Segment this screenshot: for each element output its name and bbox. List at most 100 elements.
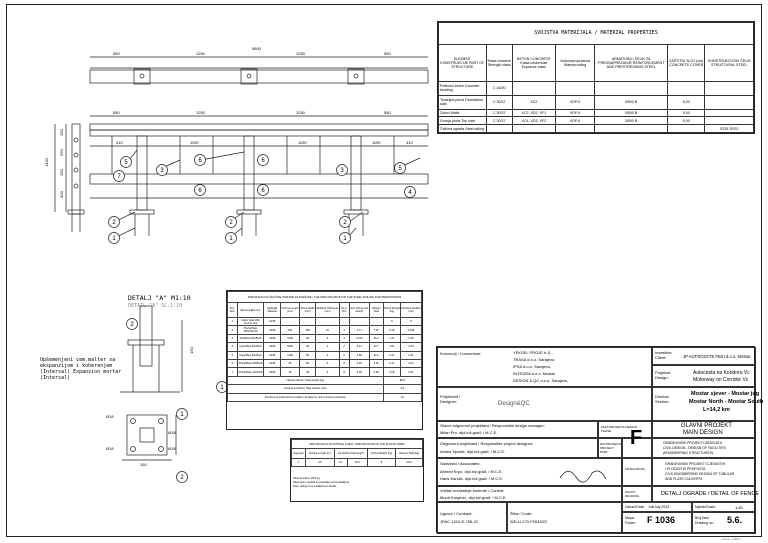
- spec-cell: 1.81: [382, 342, 402, 352]
- spec2-cell: 12: [333, 458, 348, 467]
- spec2-header-2: Uk.dužina Total length: [333, 448, 368, 459]
- base-plate-2: [236, 209, 262, 215]
- spec-cell: 0.31: [400, 350, 422, 360]
- spec2-cell: 4.5: [305, 458, 335, 467]
- spec-cell: 40: [280, 367, 300, 377]
- spec-cell: [338, 316, 350, 327]
- material-cell: [554, 124, 596, 133]
- client-name: JP AUTOCESTE FBiH d.o.o. Mostar: [683, 354, 751, 359]
- plan-bolt-1: [139, 73, 145, 79]
- consortium-label: Konzorcij / Consortium:: [440, 351, 482, 356]
- svg-text:5: 5: [398, 166, 402, 172]
- steel-railing-spec-table: SPECIFIKACIJA ČELIČNE OGRADE ZA PJEŠAKE …: [226, 290, 423, 430]
- svg-text:2: 2: [112, 220, 116, 226]
- spec-cell: 40: [298, 367, 317, 377]
- dim-rail-1: 410: [116, 140, 123, 145]
- material-cell: [704, 108, 754, 118]
- material-cell: S235 JRG2: [704, 124, 754, 133]
- material-table-title: SVOJSTVA MATERIJALA / MATERIAL PROPERTIE…: [438, 22, 754, 45]
- spec-cell: 8: [382, 316, 402, 327]
- material-cell: XC2, XD2, XF1: [511, 108, 556, 118]
- spec-footer-2: Ukupna površina / Total surface (m2): [227, 384, 384, 394]
- svg-text:6: 6: [198, 188, 202, 194]
- detail-plate-plan: [126, 414, 168, 456]
- material-cell: [511, 80, 556, 96]
- spec-header-9: Težina Weight (kg): [382, 302, 402, 318]
- callout-2-c: [339, 216, 351, 228]
- spec-cell: 4: [338, 325, 350, 335]
- material-cell: VDP-II: [554, 116, 596, 126]
- detail-subtitle: DETAIL "A" SC.1:10: [128, 303, 183, 309]
- material-cell: [554, 80, 596, 96]
- spec-cell: 11.55: [348, 333, 370, 344]
- callout-1-c: [339, 232, 351, 244]
- signature: [559, 470, 607, 483]
- svg-text:5: 5: [124, 160, 128, 166]
- spec2-header-3: Težina Weight (kg): [366, 448, 397, 459]
- phase-cell: GLAVNI PROJEKT MAIN DESIGN: [652, 421, 756, 438]
- spec-cell: 5: [227, 350, 238, 360]
- svg-text:2: 2: [180, 475, 184, 481]
- material-cell: C 30/37: [485, 116, 513, 126]
- spec-cell: 0.35: [400, 333, 422, 344]
- plan-bolt-2: [246, 73, 252, 79]
- associate-1: Ahmed Krpo, dipl.inž.građ. / M.C.E.: [440, 469, 503, 474]
- spec-cell: 3: [227, 333, 238, 344]
- plate-label-3: Ø18: [168, 430, 176, 435]
- design-label: Projekat: Design:: [655, 370, 671, 380]
- contract-value: JPAC-1410-E-755-22: [440, 519, 478, 524]
- callout-2-b: [225, 216, 237, 228]
- material-cell: B500 B: [594, 94, 668, 110]
- contract-label: Ugovor / Contract:: [440, 511, 473, 516]
- spec-footer-1-value: 88.9: [382, 375, 423, 386]
- book-line-3: CIVIL ENGINEERING DESIGN OF TUBULAR: [665, 472, 735, 476]
- spec-footer-3: Površina za antikorozivnu zaštitu / Surf…: [227, 392, 384, 402]
- spec-cell: [315, 316, 340, 327]
- spec-cell: 50: [298, 350, 317, 360]
- drawing-number-cell: Broj lista: Drawing no: 5.6.: [692, 512, 756, 534]
- callout-6-c: [194, 184, 206, 196]
- drawing-title-cell: DETALJ OGRADE / DETAIL OF FENCE: [652, 486, 759, 502]
- spec-cell: Anker vijak M16 Anchor bolt: [236, 316, 265, 327]
- spec2-header-4: Ukupno Total (kg): [395, 448, 423, 459]
- book-line-2: I PLOČASTIH PROPUSTA: [665, 467, 706, 471]
- material-cell: 5,00: [666, 116, 706, 126]
- spec-cell: Cijev/Pipe 60x40x4: [236, 342, 265, 352]
- phase-line-2: MAIN DESIGN: [683, 430, 723, 436]
- client-label: Investitor: Client:: [655, 350, 673, 360]
- side-post: [71, 123, 81, 215]
- spec-cell: ...: [280, 316, 300, 327]
- callout-3-b: [336, 164, 348, 176]
- drawing-number-value: 5.6.: [727, 515, 743, 525]
- material-cell: 5,00: [666, 108, 706, 118]
- associates-label: Saradnici / Associates:: [440, 461, 481, 466]
- callout-3-a: [156, 164, 168, 176]
- spec-header-1: Element Element: [236, 302, 265, 318]
- material-cell: [485, 124, 513, 133]
- callout-5-b: [394, 162, 406, 174]
- material-header-4: ARMATURA I ČELIK ZA PREDNAPREZANJE REINF…: [594, 43, 668, 82]
- material-cell: Podložni beton Concrete bedding: [438, 80, 487, 96]
- spec-cell: 0.08: [382, 367, 402, 377]
- spec-cell: 1: [227, 316, 238, 327]
- plate-label-2: Ø18: [106, 446, 114, 451]
- callout-6-d: [257, 184, 269, 196]
- callout-2-a: [108, 216, 120, 228]
- spec-cell: 4: [315, 342, 340, 352]
- spec-cell: 6: [227, 358, 238, 369]
- scale-cell: Mjerilo/Scale: 1:50: [692, 502, 756, 512]
- spec-footer-3-value: 24: [382, 392, 423, 402]
- plastic-pipe-spec-table: SPECIFIKACIJA PLASTIČNIH CIJEVI / SPECIF…: [290, 438, 424, 502]
- spec-cell: 3.68: [348, 350, 370, 360]
- project-designer-cell: Odgovorni projektant / Responsible proje…: [437, 438, 598, 458]
- svg-text:2: 2: [229, 220, 233, 226]
- material-cell: [704, 94, 754, 110]
- section-cell: Dionica: Section: Mostar sjever - Mostar…: [652, 387, 763, 421]
- spec-cell: 80: [280, 358, 300, 369]
- spec2-note-3: Note: railing to be installed per detail…: [293, 485, 337, 488]
- project-designer-label: Odgovorni projektant / Responsible proje…: [440, 441, 534, 446]
- svg-text:6: 6: [261, 158, 265, 164]
- date-cell: Datum/Date: Juli/July 2023: [622, 502, 692, 512]
- spec-cell: S235: [263, 367, 282, 377]
